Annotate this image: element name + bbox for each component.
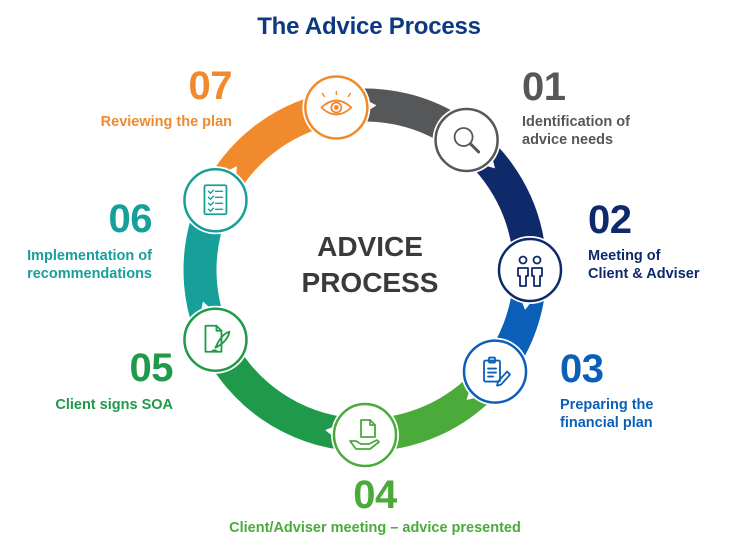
step-01-number: 01 xyxy=(522,65,566,109)
step-05-label: Client signs SOA xyxy=(55,397,173,413)
step-05-number: 05 xyxy=(129,346,174,390)
step-04-label: Client/Adviser meeting – advice presente… xyxy=(229,520,521,536)
step-06-number: 06 xyxy=(108,197,153,241)
checklist-icon xyxy=(181,166,250,235)
step-02-number: 02 xyxy=(588,198,632,242)
cycle-icons xyxy=(181,73,564,469)
cycle-segment-05 xyxy=(200,312,355,452)
step-07-number: 07 xyxy=(188,64,233,108)
center-title-line-1: ADVICE xyxy=(317,231,423,262)
signing-document-icon xyxy=(181,305,250,374)
people-icon xyxy=(496,236,564,304)
step-04-number: 04 xyxy=(353,473,397,517)
step-07-label: Reviewing the plan xyxy=(100,114,232,130)
magnifier-icon xyxy=(432,105,501,174)
document-hand-icon xyxy=(331,401,399,469)
center-title-line-2: PROCESS xyxy=(301,267,439,298)
clipboard-pen-icon xyxy=(461,337,530,406)
step-03-number: 03 xyxy=(560,347,604,391)
page-title: The Advice Process xyxy=(257,13,481,40)
eye-icon xyxy=(302,73,371,142)
